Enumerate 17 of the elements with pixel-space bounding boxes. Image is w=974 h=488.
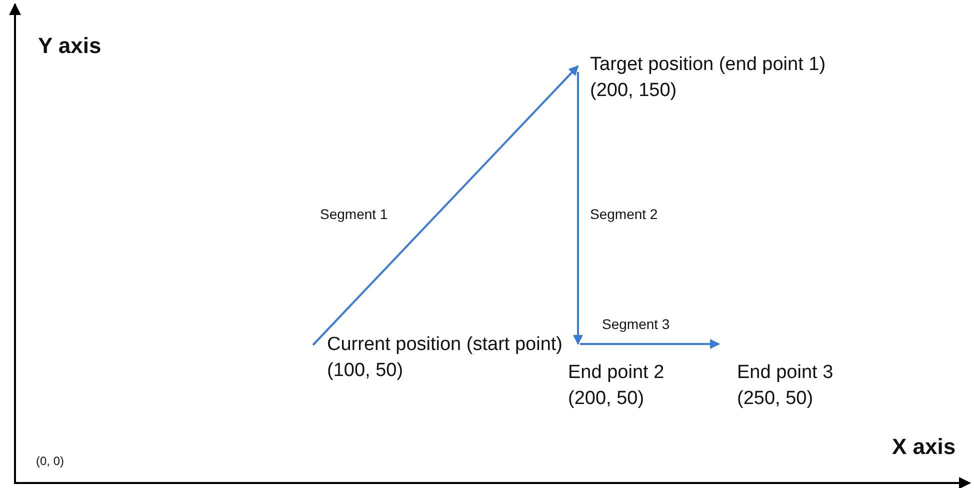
axis-title: X axis [892,434,956,460]
point-label: End point 3 [737,361,834,385]
coordinate-label: (250, 50) [737,387,814,411]
arrow [580,339,720,349]
arrow [573,72,583,345]
origin-label: (0, 0) [36,454,64,468]
edge-label: Segment 1 [318,206,390,222]
coordinate-label: (200, 50) [568,387,646,411]
edge-label: Segment 2 [588,206,660,222]
coordinate-label: (100, 50) [327,359,404,383]
arrow [312,65,579,346]
edge-label: Segment 3 [600,316,672,332]
point-label: Current position (start point) [327,333,562,357]
coordinate-label: (200, 150) [590,79,678,103]
point-label: End point 2 [568,361,664,385]
axis-title: Y axis [38,33,102,59]
point-label: Target position (end point 1) [590,53,826,77]
